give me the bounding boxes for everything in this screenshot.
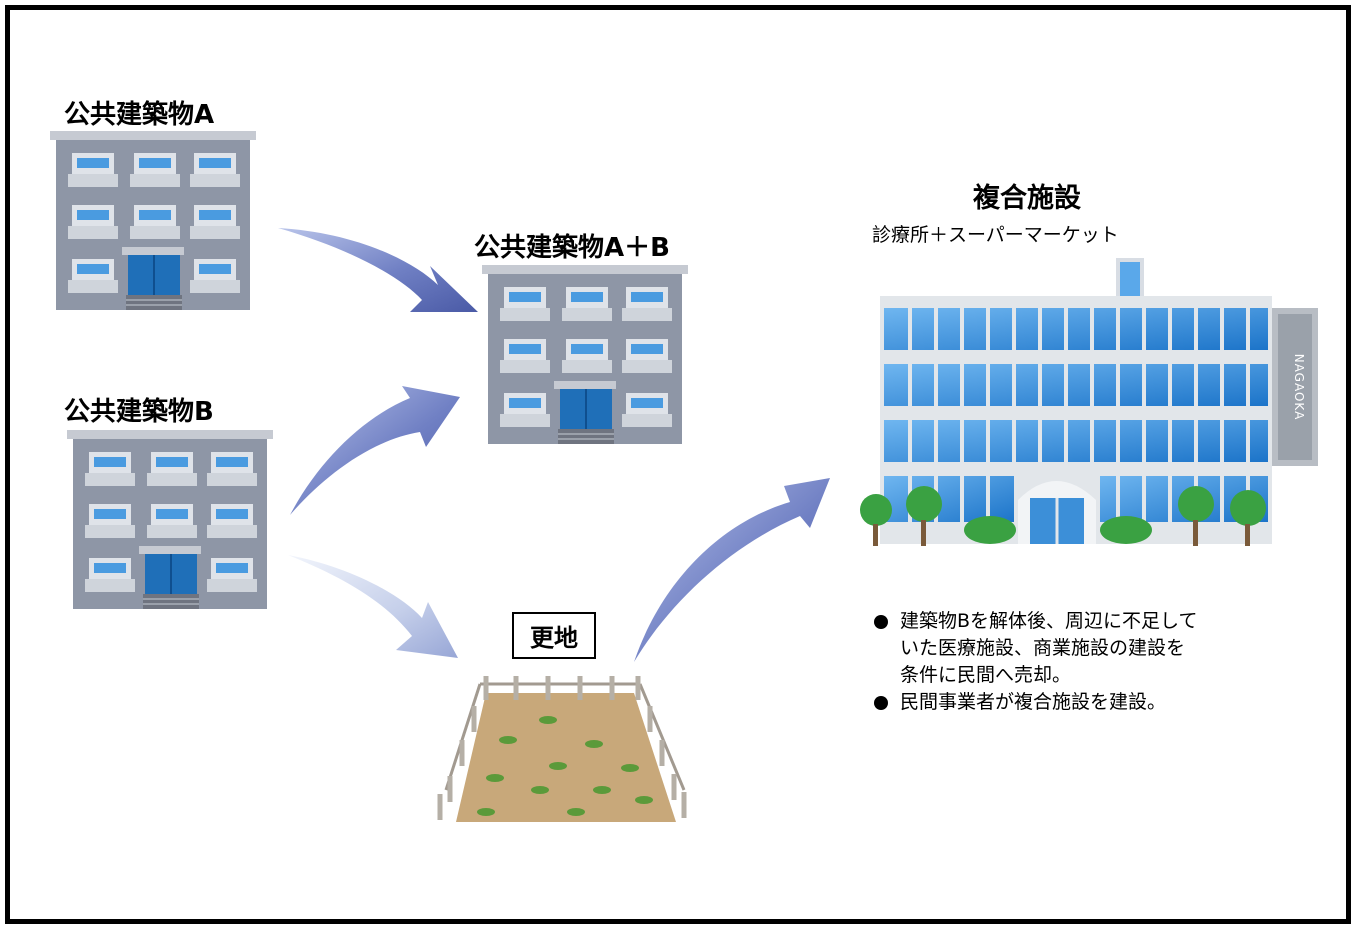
sign-text: NAGAOKA: [1292, 354, 1306, 421]
arrow-a-to-ab: [278, 228, 478, 312]
arrow-b-to-lot: [288, 555, 458, 658]
complex-subtitle: 診療所＋スーパーマーケット: [872, 224, 1119, 246]
note-item: 民間事業者が複合施設を建設。: [872, 689, 1197, 716]
building-b-label: 公共建築物B: [64, 397, 214, 427]
building-a-image: [49, 130, 257, 311]
note-text: 民間事業者が複合施設を建設。: [900, 691, 1167, 713]
note-text: 建築物Bを解体後、周辺に不足して いた医療施設、商業施設の建設を 条件に民間へ売…: [900, 610, 1198, 686]
building-a-label: 公共建築物A: [64, 100, 215, 130]
complex-title: 複合施設: [973, 183, 1081, 214]
note-item: 建築物Bを解体後、周辺に不足して いた医療施設、商業施設の建設を 条件に民間へ売…: [872, 608, 1197, 689]
complex-facility-image: [860, 258, 1318, 546]
vacant-lot-image: [437, 676, 687, 822]
building-ab-image: [481, 264, 689, 445]
arrow-b-to-ab: [290, 386, 460, 515]
arrow-lot-to-complex: [634, 478, 830, 662]
vacant-lot-label: 更地: [512, 612, 596, 659]
building-ab-label: 公共建築物A＋B: [474, 233, 670, 263]
notes-list: 建築物Bを解体後、周辺に不足して いた医療施設、商業施設の建設を 条件に民間へ売…: [872, 608, 1197, 716]
building-b-image: [66, 429, 274, 610]
